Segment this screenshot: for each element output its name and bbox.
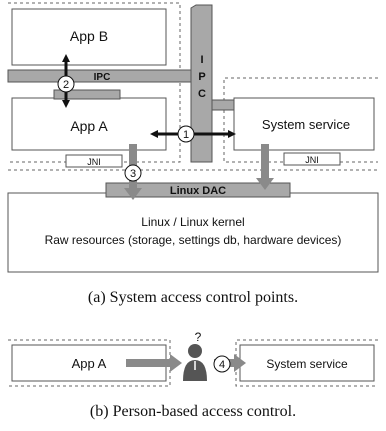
app-a-label: App A [70, 118, 108, 134]
app-a-down-arrow-head [124, 188, 142, 200]
kernel-box [7, 192, 379, 273]
caption-a: (a) System access control points. [88, 289, 298, 306]
b-person-to-service-arrow-head [234, 354, 246, 372]
svg-text:4: 4 [219, 359, 225, 371]
app-a-box [11, 97, 167, 151]
linux-dac-bar [105, 182, 291, 198]
b-app-to-person-arrow-head [170, 354, 182, 372]
diagram-b: App A System service ? 4 (b) Person-base… [8, 330, 378, 420]
marker-1: 1 [177, 125, 195, 143]
service-down-arrow-shaft [261, 144, 269, 178]
jni-service-box [283, 152, 341, 166]
b-system-service-label: System service [266, 357, 348, 371]
marker-4: 4 [213, 355, 231, 373]
app-b-box [11, 8, 167, 66]
b-left-region-boundary [8, 339, 171, 387]
ipc-vertical-char-p: P [198, 71, 205, 83]
service-down-arrow-head [256, 178, 274, 190]
svg-text:3: 3 [130, 168, 136, 180]
kernel-line1: Linux / Linux kernel [141, 215, 244, 229]
caption-b: (b) Person-based access control. [90, 403, 296, 420]
app-b-label: App B [70, 28, 108, 44]
jni-app-label: JNI [87, 157, 101, 167]
ipc-vertical-bar [190, 4, 213, 163]
svg-text:2: 2 [63, 79, 69, 91]
jni-service-label: JNI [305, 155, 319, 165]
b-app-a-label: App A [72, 356, 107, 371]
person-question-mark: ? [195, 330, 202, 344]
linux-dac-label: Linux DAC [170, 185, 226, 197]
system-service-label: System service [262, 117, 350, 132]
b-app-to-person-arrow-shaft [126, 359, 170, 367]
svg-text:1: 1 [183, 129, 189, 141]
b-system-service-box [239, 344, 375, 382]
ipc-vertical-char-c: C [198, 88, 206, 100]
system-service-box [233, 97, 375, 151]
marker-3: 3 [124, 164, 142, 182]
ipc-vertical-char-i: I [200, 54, 203, 66]
jni-app-box [65, 154, 123, 168]
marker-2: 2 [57, 75, 75, 93]
kernel-line2: Raw resources (storage, settings db, har… [45, 233, 342, 247]
person-icon [183, 344, 207, 381]
ipc-service-tab [211, 99, 235, 111]
ipc-app-a-tab [53, 89, 121, 100]
diagram-a: App B App A System service IPC I P C JNI… [7, 2, 379, 306]
ipc-horizontal-label: IPC [94, 72, 111, 83]
